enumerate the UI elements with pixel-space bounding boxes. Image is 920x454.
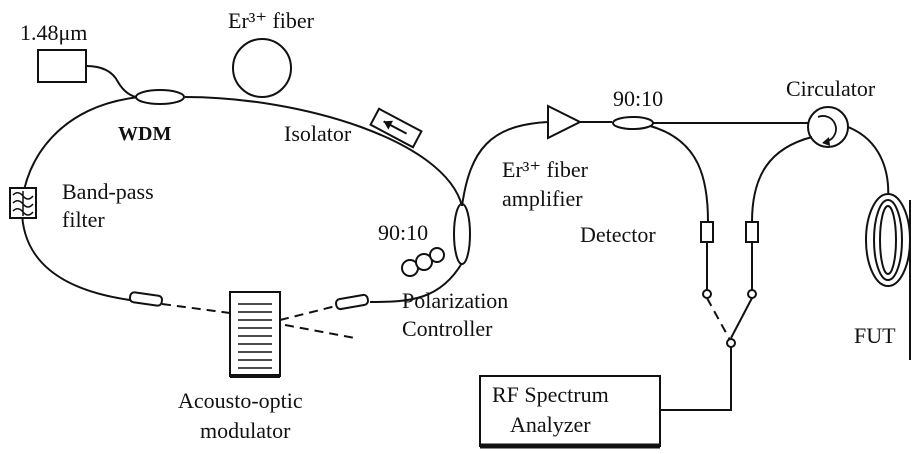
aom-label-2: modulator [200,418,291,443]
output-coupler [612,116,654,130]
detector-label: Detector [580,222,656,247]
rf-analyzer-label-1: RF Spectrum [492,382,609,407]
er-fiber-label: Er³⁺ fiber [228,8,315,33]
detector-right [745,221,759,243]
amplifier-label-2: amplifier [502,186,583,211]
acousto-optic-modulator [229,291,281,378]
ring-output-coupler [453,203,471,265]
ring-coupler-ratio-label: 90:10 [378,220,428,245]
fut-label: FUT [854,323,896,348]
rf-spectrum-analyzer [479,375,661,449]
wdm-label: WDM [118,123,171,145]
fiber-under-test-coil [865,193,911,287]
er-fiber-coil [232,38,292,98]
polarization-label-1: Polarization [402,288,508,313]
pump-laser [37,49,141,99]
aom-label-1: Acousto-optic [178,388,303,413]
polarization-controller [401,247,445,277]
switch-terminal-left [702,289,712,299]
band-pass-filter [9,187,37,219]
pump-wavelength-label: 1.48μm [20,20,87,45]
isolator-label: Isolator [284,121,352,146]
circulator-label: Circulator [786,76,876,101]
switch-terminal-right [747,289,757,299]
polarization-label-2: Controller [402,316,493,341]
circulator [807,106,849,148]
rf-analyzer-label-2: Analyzer [510,412,591,437]
detector-left [700,221,714,243]
amplifier-label-1: Er³⁺ fiber [502,157,589,182]
output-coupler-ratio-label: 90:10 [613,86,663,111]
rf-switch-common [726,338,736,348]
wdm-coupler [135,89,185,105]
collimator-left [128,291,164,307]
ring-cavity [20,96,463,303]
band-pass-label-2: filter [62,207,105,232]
isolator [369,107,423,149]
collimator-right [335,293,369,311]
er-fiber-amplifier [547,104,583,140]
band-pass-label-1: Band-pass [62,179,154,204]
